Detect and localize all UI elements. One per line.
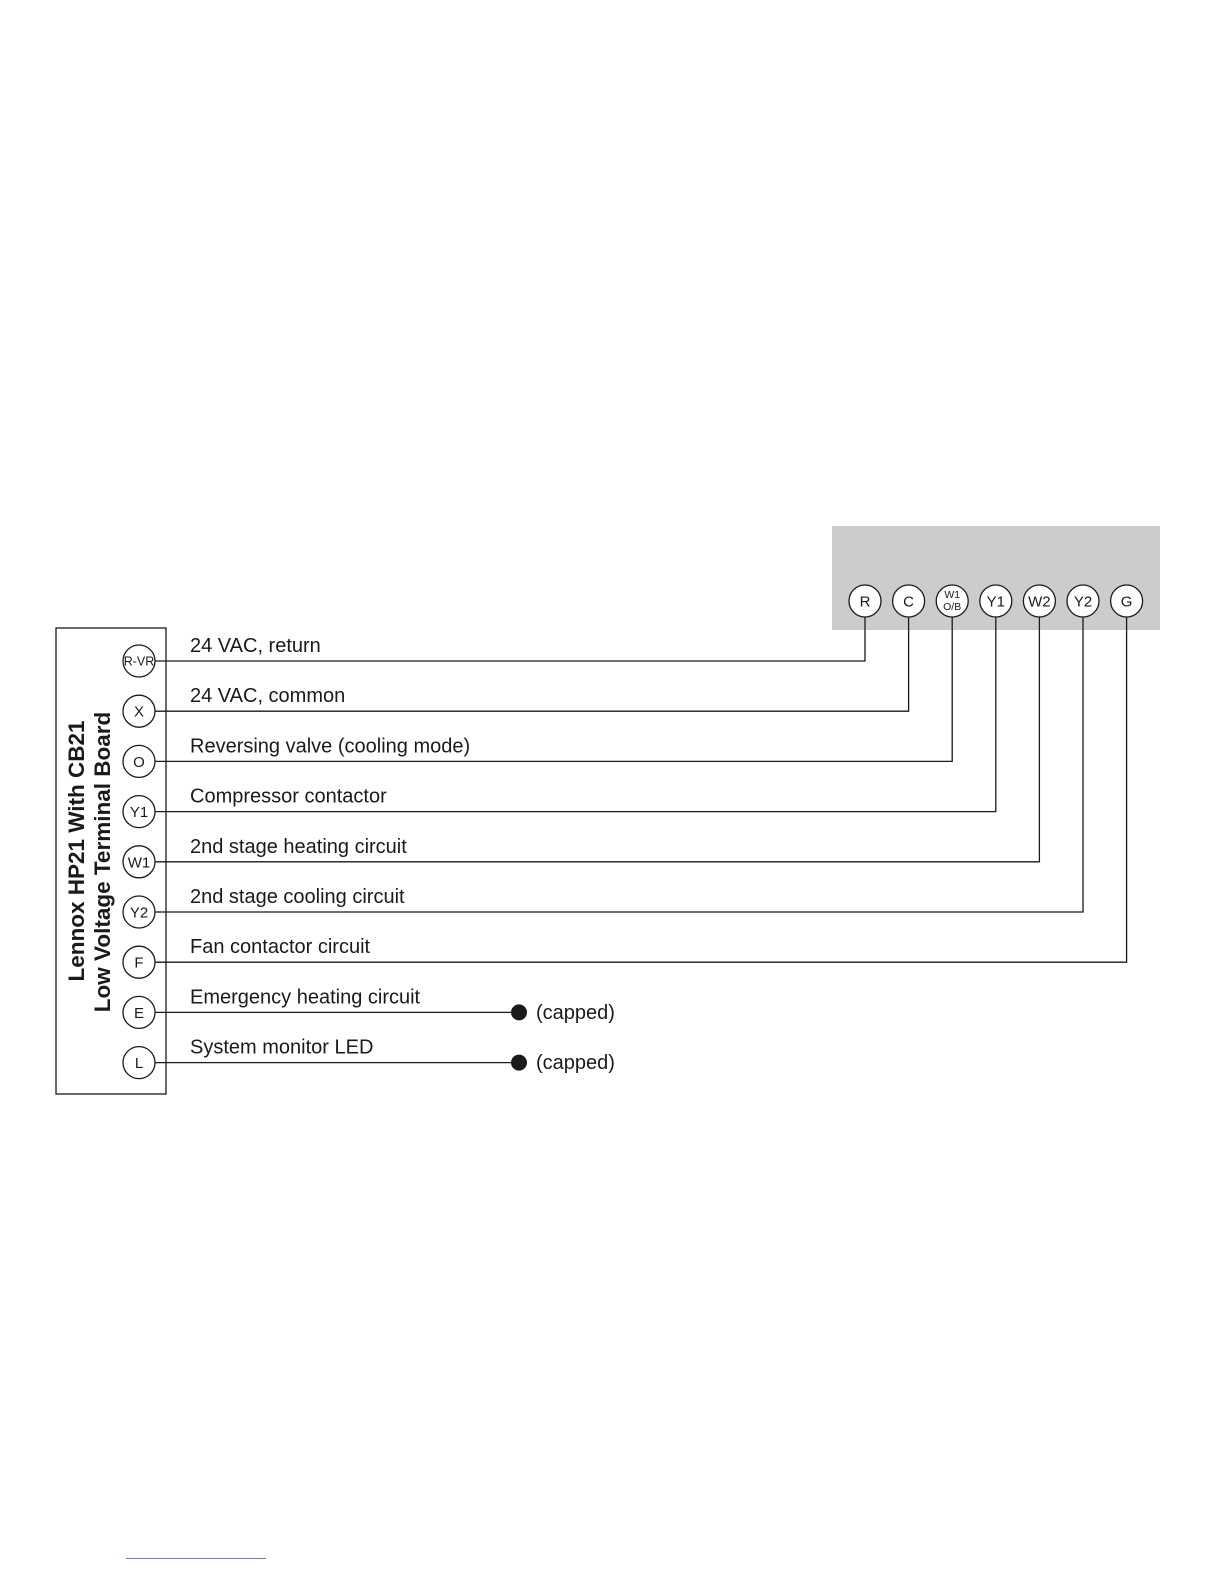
wire-label-y1: Compressor contactor	[190, 786, 387, 808]
footer-rule	[126, 1558, 266, 1559]
board-terminal-label: E	[134, 1005, 144, 1022]
wire-y1	[155, 617, 997, 813]
board-terminal-r-vr: R-VR	[122, 644, 156, 678]
thermostat-terminal-label: C	[903, 594, 914, 611]
terminal-board	[55, 627, 167, 1095]
thermostat-terminal-label: Y1	[987, 594, 1005, 611]
wire-label-o: Reversing valve (cooling mode)	[190, 735, 470, 757]
board-terminal-label: W1	[128, 854, 151, 871]
wire-w1	[155, 617, 1041, 863]
board-terminal-label: R-VR	[124, 655, 155, 669]
capped-label: (capped)	[536, 1052, 615, 1074]
board-terminal-label: O	[133, 754, 145, 771]
wire-label-e: Emergency heating circuit	[190, 986, 421, 1008]
wire-label-x: 24 VAC, common	[190, 685, 345, 707]
wire-label-w1: 2nd stage heating circuit	[190, 836, 407, 858]
wire-label-l: System monitor LED	[190, 1037, 373, 1059]
board-terminal-y1: Y1	[122, 794, 156, 829]
board-terminal-x: X	[122, 694, 156, 728]
wire-f	[155, 617, 1128, 963]
board-terminal-label: Y2	[130, 905, 148, 922]
wire-label-f: Fan contactor circuit	[190, 936, 371, 958]
thermostat-terminal-label: Y2	[1074, 594, 1092, 611]
board-terminal-e: E	[122, 995, 156, 1030]
wire-o	[155, 617, 953, 763]
thermostat-terminal-label: W1	[944, 589, 960, 601]
thermostat-terminal-r: R	[848, 584, 882, 618]
wire-r-vr	[155, 617, 866, 662]
board-terminal-y2: Y2	[122, 895, 156, 929]
board-terminal-label: Y1	[130, 804, 148, 821]
thermostat-terminal-w2: W2	[1022, 584, 1057, 618]
board-title-line1: Lennox HP21 With CB21	[64, 720, 89, 981]
thermostat-terminal-w1: W1O/B	[935, 584, 969, 618]
board-terminal-l: L	[122, 1045, 156, 1080]
thermostat-terminal-y2: Y2	[1066, 584, 1100, 618]
wire-x	[155, 617, 910, 712]
board-terminal-label: X	[134, 704, 144, 721]
board-terminal-f: F	[122, 945, 156, 979]
thermostat-terminal-label: R	[860, 594, 871, 611]
wire-label-r-vr: 24 VAC, return	[190, 635, 321, 657]
thermostat-terminal-g: G	[1109, 584, 1144, 618]
capped-label: (capped)	[536, 1002, 615, 1024]
thermostat-terminal-label: W2	[1028, 594, 1051, 611]
board-terminal-label: L	[135, 1055, 143, 1072]
thermostat-terminal-c: C	[891, 584, 926, 618]
cap-dot	[511, 1004, 527, 1021]
board-title-line2: Low Voltage Terminal Board	[90, 712, 115, 1012]
board-terminal-w1: W1	[122, 845, 156, 879]
wire-y2	[155, 617, 1084, 913]
thermostat-terminal-y1: Y1	[979, 584, 1013, 618]
thermostat-terminal-sublabel: O/B	[943, 601, 961, 613]
board-terminal-label: F	[134, 955, 143, 972]
thermostat-terminal-label: G	[1121, 594, 1133, 611]
board-terminal-o: O	[122, 744, 156, 779]
cap-dot	[511, 1054, 527, 1071]
wire-label-y2: 2nd stage cooling circuit	[190, 886, 405, 908]
